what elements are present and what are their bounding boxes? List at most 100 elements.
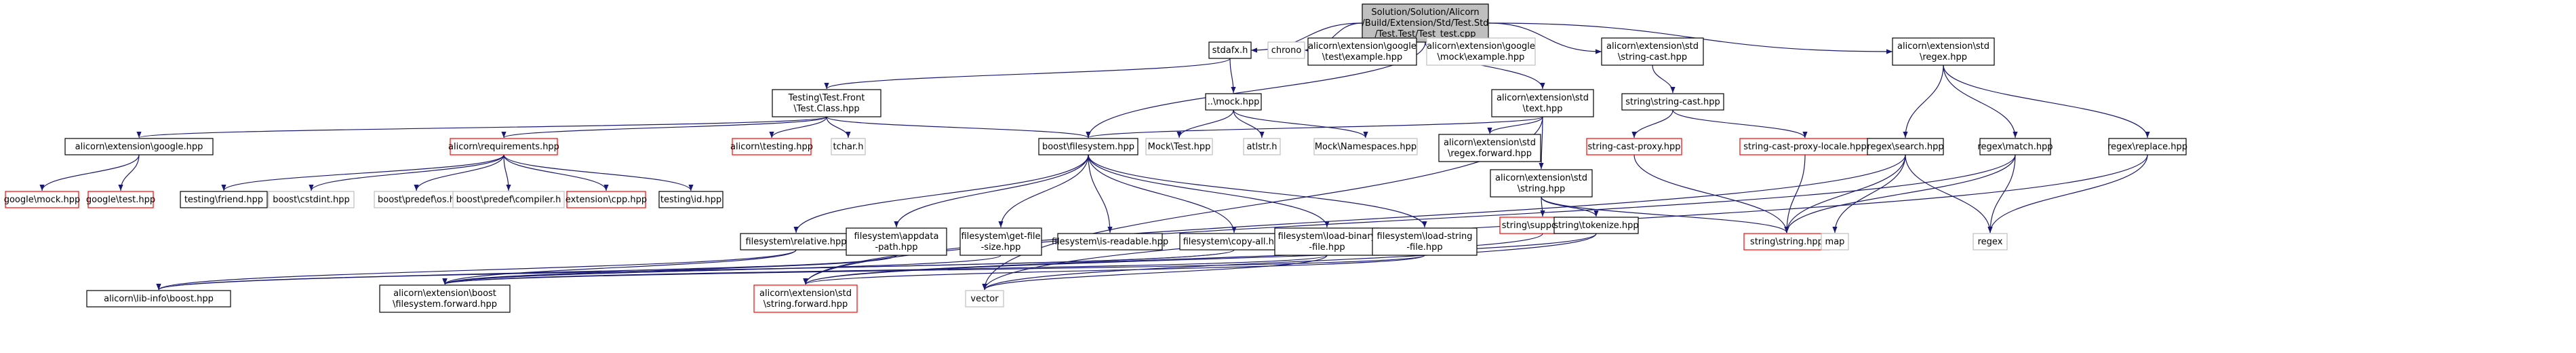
node-requirements[interactable]: alicorn\requirements.hpp [448, 138, 559, 155]
node-string-cast[interactable]: alicorn\extension\std\string-cast.hpp [1601, 37, 1704, 66]
node-testing-id[interactable]: testing\id.hpp [658, 191, 724, 208]
node-regex-replace[interactable]: regex\replace.hpp [2107, 138, 2187, 155]
node-lib-info-boost[interactable]: alicorn\lib-info\boost.hpp [86, 290, 231, 308]
node-box [831, 138, 866, 155]
node-box [1867, 138, 1944, 155]
edge-std-string-to-string-support [1540, 196, 1545, 217]
node-fs-copyall[interactable]: filesystem\copy-all.hpp [1179, 233, 1289, 250]
node-label: vector [970, 294, 999, 304]
node-google-mock-example[interactable]: alicorn\extension\google\mock\example.hp… [1426, 37, 1536, 66]
node-fs-isreadable[interactable]: filesystem\is-readable.hpp [1052, 233, 1168, 250]
edge-fs-loadstring-to-boost-fs-forward [443, 255, 1425, 285]
node-fs-loadbinary[interactable]: filesystem\load-binary-file.hpp [1274, 227, 1380, 256]
node-root[interactable]: Solution/Solution/Alicorn/Build/Extensio… [1362, 3, 1489, 43]
node-fs-appdata[interactable]: filesystem\appdata-path.hpp [846, 227, 947, 256]
node-boost-filesystem[interactable]: boost\filesystem.hpp [1038, 138, 1138, 155]
node-regex-match[interactable]: regex\match.hpp [1977, 138, 2053, 155]
node-alicorn-testing[interactable]: alicorn\testing.hpp [730, 138, 813, 155]
node-tchar[interactable]: tchar.h [831, 138, 866, 155]
node-label: \string-cast.hpp [1618, 52, 1687, 62]
node-label: boost\filesystem.hpp [1042, 142, 1134, 152]
node-box [452, 191, 565, 208]
edge-testing-front-to-requirements [501, 116, 827, 138]
node-label: alicorn\extension\google.hpp [75, 142, 203, 152]
node-string-string[interactable]: string\string.hpp [1743, 233, 1830, 250]
node-box [1243, 138, 1281, 155]
node-google-mock[interactable]: google\mock.hpp [4, 191, 81, 208]
node-boost-predef-compiler[interactable]: boost\predef\compiler.h [452, 191, 565, 208]
node-std-string[interactable]: alicorn\extension\std\string.hpp [1490, 169, 1593, 198]
node-label: alicorn\extension\google [1427, 41, 1535, 52]
edge-string-cast-proxy-to-string-string [1633, 154, 1789, 234]
node-google-test-example[interactable]: alicorn\extension\google\test\example.hp… [1307, 37, 1417, 66]
edge-stdafx-to-mock-hpp [1229, 58, 1236, 94]
node-alicorn-google[interactable]: alicorn\extension\google.hpp [64, 138, 214, 155]
node-box [1038, 138, 1138, 155]
node-string-cast-proxy-locale[interactable]: string-cast-proxy-locale.hpp [1739, 138, 1871, 155]
node-label: tchar.h [833, 142, 864, 152]
node-stdafx[interactable]: stdafx.h [1208, 41, 1252, 59]
node-box [732, 138, 812, 155]
node-label: regex\search.hpp [1867, 142, 1943, 152]
node-label: alicorn\extension\std [1497, 93, 1589, 103]
edge-string-tokenize-to-vector [982, 233, 1597, 291]
node-fs-loadstring[interactable]: filesystem\load-string-file.hpp [1372, 227, 1478, 256]
node-box [1601, 37, 1704, 66]
node-std-string-forward[interactable]: alicorn\extension\std\string.forward.hpp [753, 284, 858, 313]
node-regex[interactable]: alicorn\extension\std\regex.hpp [1892, 37, 1995, 66]
node-box [1208, 41, 1252, 59]
node-box [5, 191, 79, 208]
node-label: regex\match.hpp [1977, 142, 2053, 152]
node-string-cast-proxy[interactable]: string-cast-proxy.hpp [1586, 138, 1682, 155]
node-label: alicorn\lib-info\boost.hpp [104, 294, 214, 304]
node-box [1372, 227, 1478, 256]
edge-regex-match-to-regex-std [1987, 154, 2016, 234]
node-box [450, 138, 558, 155]
edge-string-tokenize-to-std-string-forward [803, 233, 1597, 285]
node-fs-relative[interactable]: filesystem\relative.hpp [740, 233, 852, 250]
node-testing-friend[interactable]: testing\friend.hpp [180, 191, 268, 208]
node-chrono[interactable]: chrono [1267, 41, 1305, 59]
node-boost-fs-forward[interactable]: alicorn\extension\boost\filesystem.forwa… [379, 284, 511, 313]
node-box [2108, 138, 2187, 155]
node-testing-front[interactable]: Testing\Test.Front\Test.Class.hpp [772, 89, 881, 117]
edge-regex-to-regex-match [1943, 64, 2018, 138]
node-mock-hpp[interactable]: ..\mock.hpp [1205, 93, 1262, 111]
node-mock-test[interactable]: Mock\Test.hpp [1145, 138, 1213, 155]
node-label: alicorn\extension\google [1308, 41, 1416, 52]
node-label: filesystem\load-binary [1278, 231, 1376, 242]
node-label: boost\predef\compiler.h [456, 195, 561, 205]
node-box [1586, 138, 1682, 155]
node-label: -path.hpp [875, 242, 917, 253]
node-string-tokenize[interactable]: string\tokenize.hpp [1553, 217, 1639, 234]
node-box [374, 191, 459, 208]
node-map[interactable]: map [1821, 233, 1849, 250]
node-label: Mock\Namespaces.hpp [1315, 142, 1416, 152]
node-vector[interactable]: vector [965, 290, 1004, 308]
edge-requirements-to-boost-cstdint [309, 154, 504, 191]
node-std-text[interactable]: alicorn\extension\std\text.hpp [1491, 89, 1594, 117]
node-extension-cpp[interactable]: extension\cpp.hpp [566, 191, 647, 208]
node-atlstr[interactable]: atlstr.h [1243, 138, 1281, 155]
node-box [87, 191, 154, 208]
node-boost-predef-os[interactable]: boost\predef\os.h [374, 191, 459, 208]
node-regex-std[interactable]: regex [1973, 233, 2008, 250]
node-box [566, 191, 646, 208]
node-label: -size.hpp [981, 242, 1021, 253]
edge-boost-filesystem-to-fs-copyall [1088, 154, 1237, 234]
edge-regex-search-to-std-string-forward [803, 154, 1906, 285]
edge-root-to-string-cast [1488, 22, 1602, 54]
edge-regex-match-to-string-string [1784, 154, 2016, 234]
node-std-regex-forward[interactable]: alicorn\extension\std\regex.forward.hpp [1438, 134, 1541, 162]
edge-testing-front-to-alicorn-testing [769, 116, 827, 138]
node-string-string-cast[interactable]: string\string-cast.hpp [1621, 93, 1724, 111]
node-mock-namespaces[interactable]: Mock\Namespaces.hpp [1313, 138, 1418, 155]
node-boost-cstdint[interactable]: boost\cstdint.hpp [268, 191, 355, 208]
node-fs-getfilesize[interactable]: filesystem\get-file-size.hpp [959, 227, 1042, 256]
node-label: atlstr.h [1246, 142, 1277, 152]
node-label: alicorn\extension\std [759, 289, 852, 299]
node-box [1821, 233, 1849, 250]
edge-root-to-regex [1488, 22, 1893, 54]
node-google-test[interactable]: google\test.hpp [86, 191, 155, 208]
node-regex-search[interactable]: regex\search.hpp [1867, 138, 1944, 155]
